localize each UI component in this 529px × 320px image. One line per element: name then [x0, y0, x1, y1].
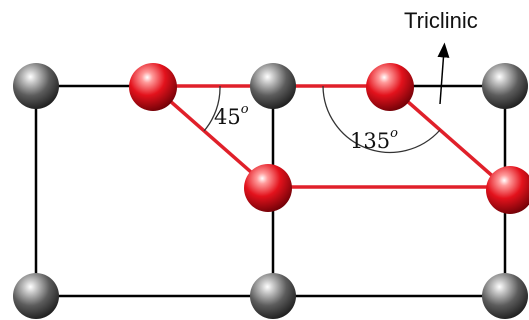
gray-atoms — [13, 63, 528, 319]
triclinic-cell — [151, 84, 507, 189]
gray-atom — [13, 273, 59, 319]
label-arrow — [437, 42, 450, 105]
gray-atom — [250, 63, 296, 109]
red-atom — [486, 166, 529, 214]
gray-atom — [482, 63, 528, 109]
red-atom — [366, 63, 414, 111]
gray-atom — [482, 273, 528, 319]
obtuse-angle-label: 135o — [350, 126, 398, 153]
cell-edge-right — [388, 84, 507, 189]
red-atom — [244, 164, 292, 212]
gray-atom — [13, 63, 59, 109]
gray-atom — [250, 273, 296, 319]
lattice-type-label: Triclinic — [404, 8, 478, 33]
cell-edge-left — [151, 84, 270, 189]
red-atoms — [129, 63, 529, 214]
obtuse-angle-arc — [322, 85, 441, 153]
red-atom — [129, 63, 177, 111]
acute-angle-arc — [203, 85, 221, 132]
acute-angle-label: 45o — [214, 102, 249, 129]
